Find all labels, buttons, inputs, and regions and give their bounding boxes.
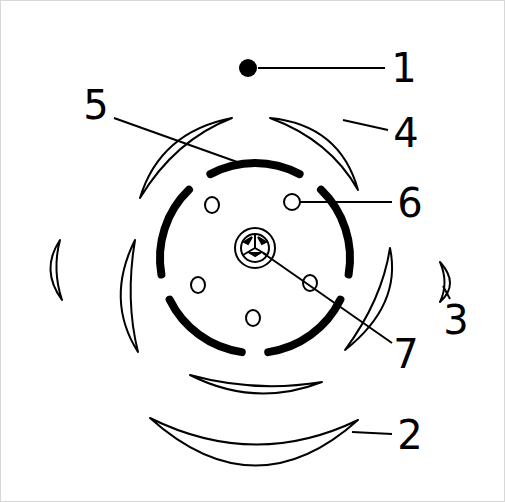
leader-line	[258, 67, 385, 69]
leader-line	[114, 118, 240, 163]
black-arc	[170, 300, 242, 353]
callout-number: 4	[393, 113, 418, 153]
petal	[270, 118, 358, 190]
callout-number: 7	[393, 334, 418, 374]
petal	[140, 118, 232, 198]
callout-number: 1	[391, 48, 416, 88]
leader-line	[343, 120, 388, 130]
callout-number: 5	[83, 85, 108, 125]
leader-line	[352, 432, 392, 434]
callout-number: 6	[397, 183, 422, 223]
black-arc	[210, 163, 299, 174]
callout-number: 3	[443, 300, 468, 340]
leader-line	[263, 253, 392, 343]
ovary	[235, 228, 275, 268]
petal	[121, 240, 138, 352]
sepal	[150, 418, 358, 466]
leader-line	[299, 201, 392, 203]
callout-number: 2	[397, 415, 422, 455]
sepal	[50, 240, 62, 300]
black-arc	[160, 190, 189, 275]
black-arc	[268, 300, 340, 353]
stamen	[284, 194, 300, 210]
stamen	[191, 277, 205, 293]
stamen	[246, 310, 260, 326]
stamen	[205, 197, 219, 213]
leader-line	[443, 286, 450, 299]
axis-dot	[239, 59, 257, 77]
petal	[190, 375, 322, 393]
sepal	[440, 262, 450, 302]
